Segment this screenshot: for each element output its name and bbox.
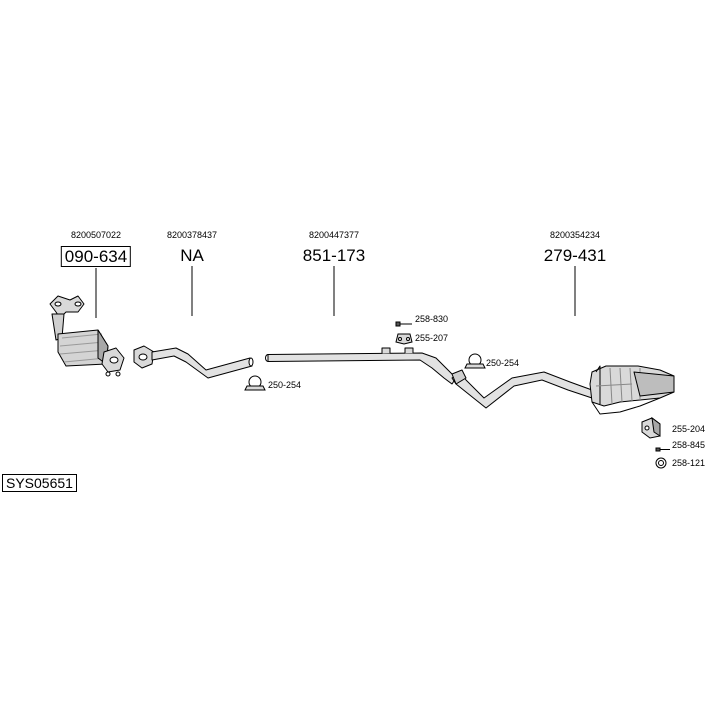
part-number-front-pipe[interactable]: NA: [180, 246, 204, 265]
oe-number: 8200447377: [308, 230, 360, 240]
small-part-label[interactable]: 250-254: [268, 380, 302, 390]
part-number-rear-silencer[interactable]: 279-431: [543, 246, 607, 265]
small-part-label[interactable]: 255-207: [415, 333, 449, 343]
small-part-label[interactable]: 258-830: [415, 314, 449, 324]
leader-lines: [95, 266, 576, 318]
oe-number: 8200354234: [549, 230, 601, 240]
pipe-clamp-icon: [244, 375, 266, 391]
front-pipe[interactable]: [133, 345, 254, 379]
catalytic-converter[interactable]: [49, 295, 125, 377]
small-part-label[interactable]: 258-845: [672, 440, 706, 450]
bolt-icon: [395, 321, 412, 327]
bolt-icon: [655, 447, 670, 452]
rubber-hanger-icon: [395, 333, 413, 345]
part-number-middle-pipe[interactable]: 851-173: [302, 246, 366, 265]
part-number-catalytic-converter[interactable]: 090-634: [60, 246, 132, 267]
small-part-label[interactable]: 250-254: [486, 358, 520, 368]
small-part-label[interactable]: 258-121: [672, 458, 706, 468]
oe-number: 8200507022: [70, 230, 122, 240]
gasket-ring-icon: [655, 457, 667, 469]
middle-pipe[interactable]: [265, 347, 457, 385]
rubber-mount-icon: [641, 416, 661, 439]
system-code: SYS05651: [2, 474, 77, 492]
pipe-clamp-icon: [464, 353, 486, 369]
rear-silencer[interactable]: [451, 365, 675, 415]
small-part-label[interactable]: 255-204: [672, 424, 706, 434]
oe-number: 8200378437: [166, 230, 218, 240]
